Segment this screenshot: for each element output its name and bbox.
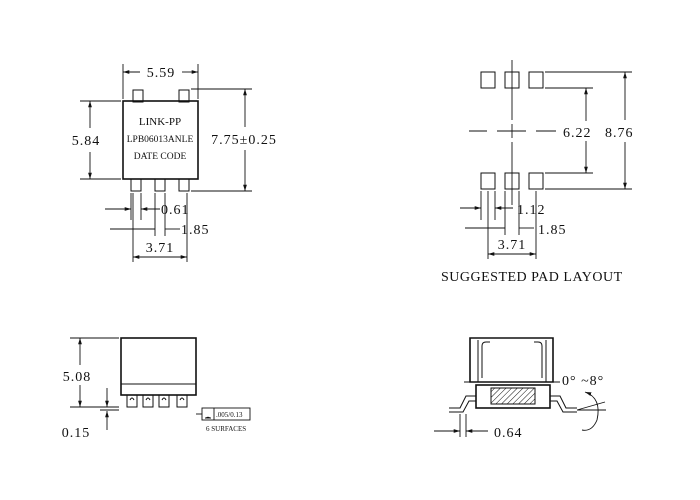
total-height-dimension: 7.75±0.25 <box>211 133 277 148</box>
pin-width-dimension: 0.61 <box>161 203 190 218</box>
side-pin-2 <box>142 394 154 408</box>
side-pin-3 <box>158 394 170 408</box>
lead-right <box>550 395 577 409</box>
pad-top-1 <box>480 71 496 89</box>
bottom-pin-3 <box>178 178 190 192</box>
inner-span-dimension: 6.22 <box>563 126 592 141</box>
side-pin-4 <box>176 394 188 408</box>
side-view: 5.08 0.15 .005/0.13 6 SURFACES <box>62 337 251 441</box>
width-dimension: 5.59 <box>147 66 176 81</box>
date-code-label: DATE CODE <box>134 152 187 162</box>
end-view: 0.64 0° ~8° <box>434 337 606 441</box>
top-pin-left <box>132 89 144 103</box>
angle-dimension: 0° ~8° <box>562 374 604 389</box>
outer-span-dimension: 8.76 <box>605 126 634 141</box>
hatched-core <box>490 387 536 405</box>
pad-layout-title: SUGGESTED PAD LAYOUT <box>441 270 623 285</box>
brand-label: LINK-PP <box>139 116 181 128</box>
body-height-dimension: 5.84 <box>72 134 101 149</box>
top-pin-right <box>178 89 190 103</box>
pin-span-dimension: 3.71 <box>146 241 175 256</box>
top-view: LINK-PP LPB06013ANLE DATE CODE 5.59 5.84… <box>72 64 277 262</box>
lead-left <box>449 395 476 409</box>
standoff-dimension: 0.15 <box>62 426 91 441</box>
pad-pitch-dimension: 1.85 <box>538 223 567 238</box>
pin-pitch-dimension: 1.85 <box>181 223 210 238</box>
pad-width-dimension: 1.12 <box>517 203 546 218</box>
pad-layout-view: 6.22 8.76 1.12 1.85 3.71 SUGGESTED PAD L… <box>441 60 634 285</box>
flatness-tolerance: .005/0.13 <box>216 411 243 419</box>
pad-bottom-1 <box>480 172 496 190</box>
lead-thickness-dimension: 0.64 <box>494 426 523 441</box>
pad-bottom-3 <box>528 172 544 190</box>
part-number-label: LPB06013ANLE <box>127 135 194 145</box>
surfaces-note: 6 SURFACES <box>206 425 246 433</box>
side-pin-1 <box>126 394 138 408</box>
side-height-dimension: 5.08 <box>63 370 92 385</box>
bottom-pin-2 <box>154 178 166 192</box>
pad-top-3 <box>528 71 544 89</box>
pad-span-dimension: 3.71 <box>498 238 527 253</box>
side-body <box>120 337 197 396</box>
flatness-frame <box>201 407 251 421</box>
bottom-pin-1 <box>130 178 142 192</box>
flatness-symbol <box>205 416 211 419</box>
